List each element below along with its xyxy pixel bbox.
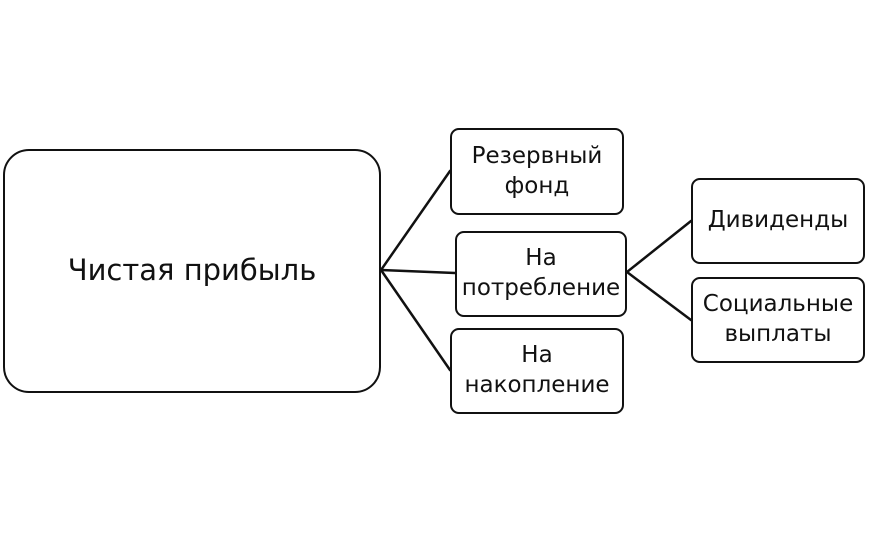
- connector-root-to-reserve: [379, 169, 452, 272]
- node-net-profit: Чистая прибыль: [3, 149, 381, 393]
- node-social-payments: Социальные выплаты: [691, 277, 865, 363]
- node-dividends: Дивиденды: [691, 178, 865, 264]
- connector-root-to-consumption: [379, 268, 457, 275]
- connector-consumption-to-social: [625, 270, 693, 322]
- node-accumulation-label: На накопление: [464, 342, 610, 398]
- connector-consumption-to-dividends: [625, 219, 693, 274]
- node-net-profit-label: Чистая прибыль: [67, 253, 317, 288]
- node-social-payments-label: Социальные выплаты: [702, 291, 854, 347]
- node-reserve-fund-label: Резервный фонд: [471, 142, 603, 199]
- node-dividends-label: Дивиденды: [707, 207, 849, 234]
- node-consumption-label: На потребление: [461, 245, 621, 301]
- node-reserve-fund: Резервный фонд: [450, 128, 624, 215]
- node-accumulation: На накопление: [450, 328, 624, 414]
- connector-root-to-accumulation: [379, 268, 452, 372]
- node-consumption: На потребление: [455, 231, 627, 317]
